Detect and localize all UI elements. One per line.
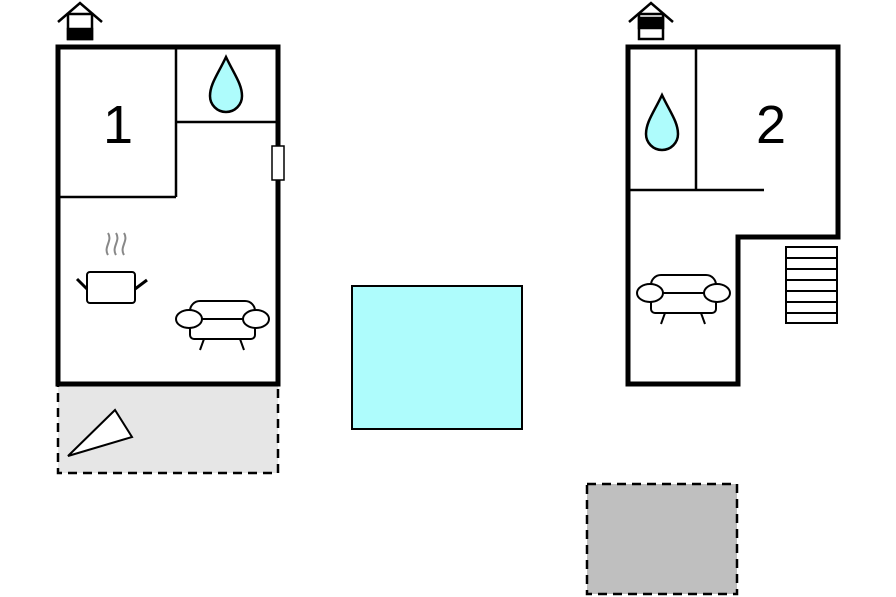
sofa-icon (175, 300, 270, 351)
cooking-pot-icon (75, 232, 148, 304)
sofa-icon (636, 274, 731, 325)
unit-2-walls (625, 44, 841, 387)
water-drop-icon (644, 92, 680, 152)
terrace-area (56, 382, 280, 475)
house-icon (57, 1, 103, 41)
unit-2-label: 2 (756, 95, 786, 155)
unit-2-interior-walls (628, 47, 764, 192)
water-drop-icon (208, 54, 244, 114)
pool (351, 285, 523, 430)
deckchair-icon (67, 408, 134, 457)
window-marker (271, 145, 285, 181)
house-icon (628, 1, 674, 41)
unit-1-walls (55, 44, 281, 387)
unit-1-interior-walls (58, 47, 278, 199)
parking-area (585, 482, 739, 596)
unit-2: 2 (625, 1, 841, 387)
unit-1: 1 (55, 1, 285, 475)
unit-1-label: 1 (103, 95, 133, 155)
stairs-icon (785, 246, 838, 324)
